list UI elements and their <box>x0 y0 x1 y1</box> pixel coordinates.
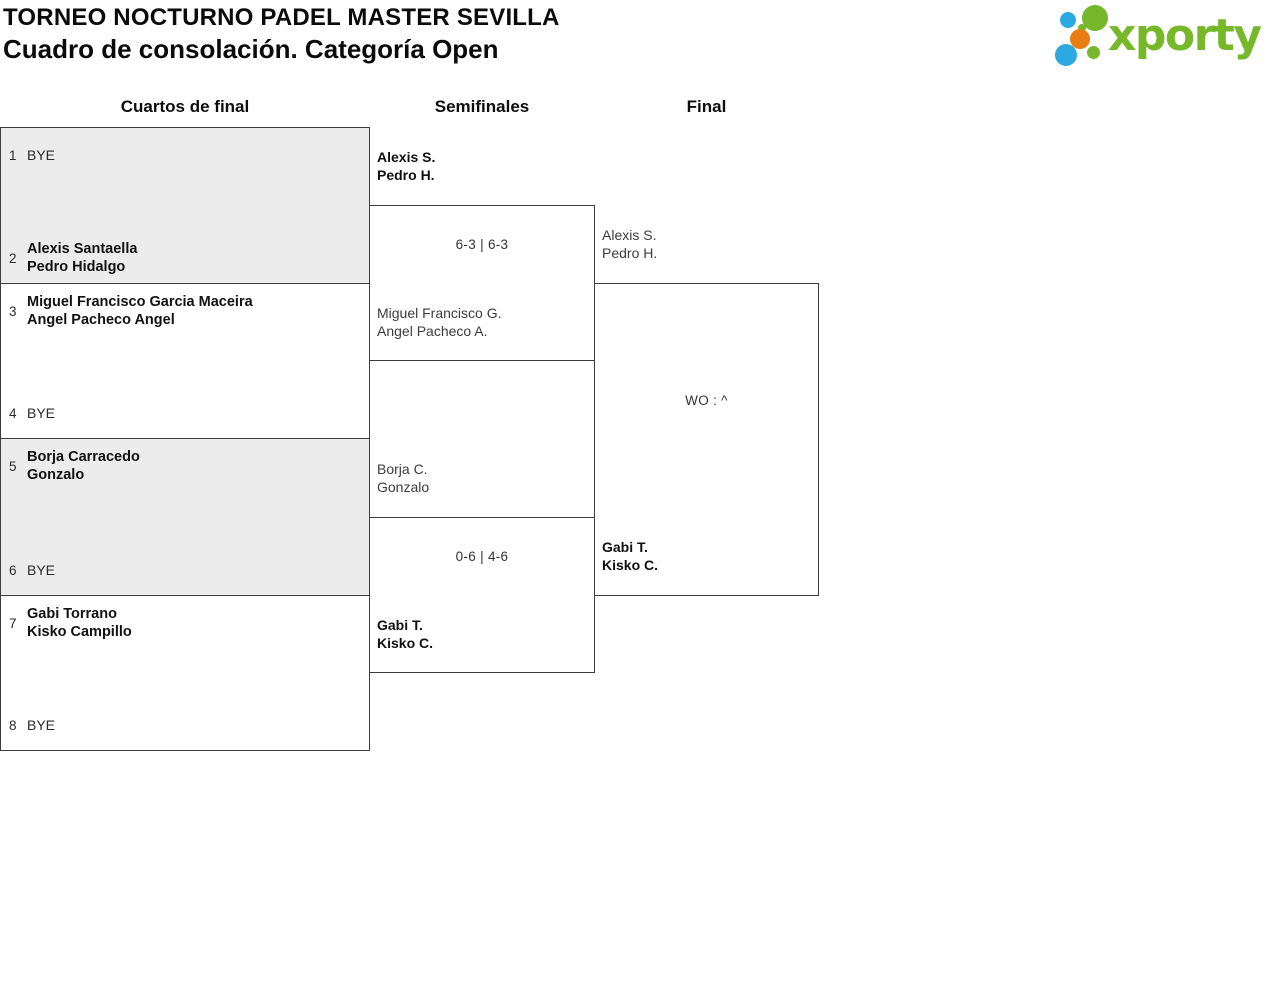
logo-dot-green-tiny-icon <box>1078 24 1086 32</box>
seed-number: 5 <box>9 458 17 474</box>
team-label-final-bottom: Gabi T.Kisko C. <box>602 539 659 573</box>
logo-dot-blue-small-icon <box>1060 12 1076 28</box>
round-header-cuartos: Cuartos de final <box>120 97 250 116</box>
seed-number: 8 <box>9 717 17 733</box>
seed-number: 4 <box>9 405 17 421</box>
team-name: BYE <box>27 147 56 163</box>
logo-wordmark: xporty <box>1108 10 1262 61</box>
participant-slot-qf2-bottom: 4 BYE <box>9 395 55 431</box>
match-score-final: WO : ^ <box>685 393 728 408</box>
match-box-final <box>594 283 819 596</box>
seed-number: 1 <box>9 147 17 163</box>
logo-dot-green-large-icon <box>1082 5 1108 31</box>
participant-slot-qf3-bottom: 6 BYE <box>9 552 55 588</box>
seed-number: 2 <box>9 250 17 266</box>
seed-number: 6 <box>9 562 17 578</box>
page-subtitle: Cuadro de consolación. Categoría Open <box>3 34 499 64</box>
match-score-sf2: 0-6 | 4-6 <box>455 549 509 564</box>
team-label-sf1-top: Alexis S.Pedro H. <box>377 149 436 183</box>
logo-dot-blue-large-icon <box>1055 44 1077 66</box>
round-header-semifinales: Semifinales <box>434 97 530 116</box>
participant-slot-qf4-bottom: 8 BYE <box>9 707 55 743</box>
logo-dot-orange-icon <box>1070 29 1090 49</box>
xporty-logo: xporty <box>1048 0 1273 72</box>
team-name: BYE <box>27 405 56 421</box>
match-score-sf1: 6-3 | 6-3 <box>455 237 509 252</box>
participant-slot-qf1-top: 1 BYE <box>9 137 55 173</box>
team-label-sf1-bottom: Miguel Francisco G.Angel Pacheco A. <box>377 305 502 339</box>
seed-number: 7 <box>9 615 17 631</box>
round-header-final: Final <box>686 97 727 116</box>
page-title: TORNEO NOCTURNO PADEL MASTER SEVILLA <box>3 4 560 31</box>
logo-dot-green-small-icon <box>1087 46 1100 59</box>
team-label-sf2-bottom: Gabi T.Kisko C. <box>377 617 434 651</box>
match-box-sf2 <box>369 517 595 673</box>
team-name: BYE <box>27 717 56 733</box>
match-box-sf1 <box>369 205 595 361</box>
team-name: BYE <box>27 562 56 578</box>
team-label-final-top: Alexis S.Pedro H. <box>602 227 658 261</box>
team-label-sf2-top: Borja C.Gonzalo <box>377 461 430 495</box>
seed-number: 3 <box>9 303 17 319</box>
